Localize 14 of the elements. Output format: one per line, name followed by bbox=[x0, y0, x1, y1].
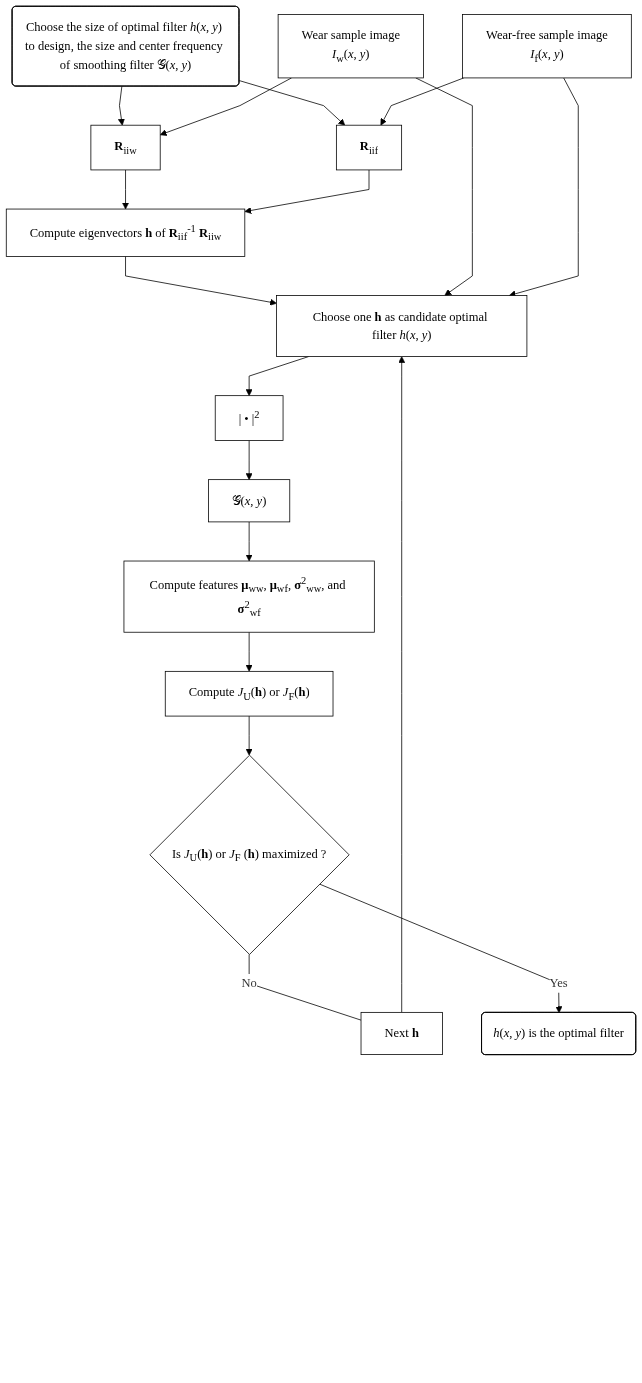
node-box: Choose one h as candidate optimal filter h(x, y) bbox=[276, 295, 528, 357]
node-box: Wear sample image I$_{w}$(x, y) bbox=[277, 14, 424, 79]
connector bbox=[248, 954, 362, 1021]
node-box: Compute eigenvectors h of R$_{iif}$$^{-1}$ R$_{iiw}$ bbox=[5, 208, 246, 257]
node-box: 𝒢(x, y) bbox=[208, 479, 291, 523]
node-diamond: Is J$_{U}$(h) or J$_{F}$ (h) maximized ? bbox=[149, 754, 350, 955]
node-box: Next h bbox=[360, 1011, 443, 1055]
edge-label: No bbox=[241, 976, 257, 990]
node-box: Compute J$_{U}$(h) or J$_{F}$(h) bbox=[164, 670, 334, 717]
node-box: Wear-free sample image I$_{f}$(x, y) bbox=[462, 14, 632, 79]
node-box: | • |$^{2}$ bbox=[214, 395, 284, 441]
node-box: R$_{iiw}$ bbox=[90, 124, 161, 171]
node-box: R$_{iif}$ bbox=[336, 124, 403, 171]
edge-label: Yes bbox=[549, 976, 568, 990]
